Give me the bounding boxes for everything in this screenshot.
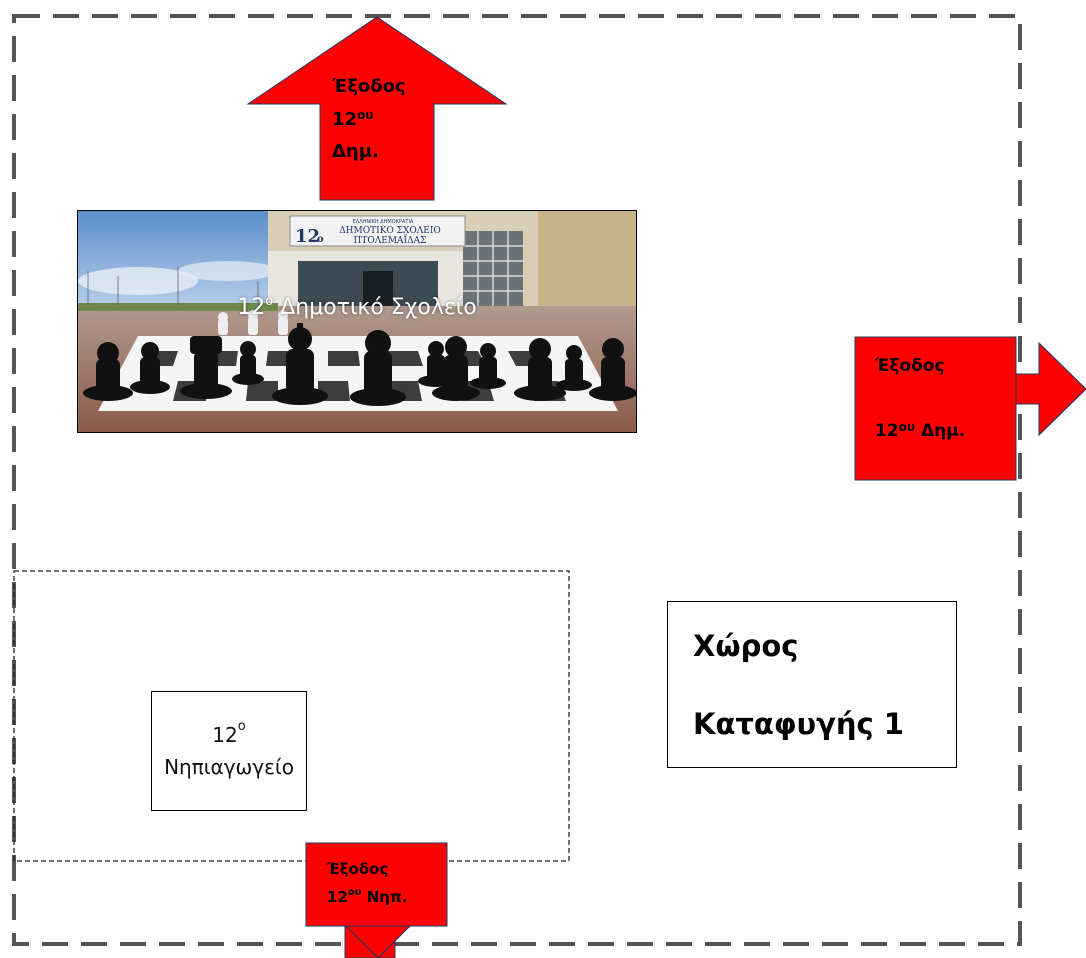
- exit-right-number-line: 12ου Δημ.: [875, 420, 966, 441]
- shelter-line2: Καταφυγής 1: [693, 707, 904, 741]
- sign-suffix: ο: [317, 234, 324, 245]
- school-photo: ΕΛΛΗΝΙΚΗ ΔΗΜΟΚΡΑΤΙΑ 12 ο ΔΗΜΟΤΙΚΟ ΣΧΟΛΕΙ…: [77, 210, 637, 433]
- exit-top-number-line: 12ου: [332, 108, 406, 130]
- chess-pieces: [83, 323, 636, 406]
- exit-top-suffix: ου: [357, 108, 374, 122]
- kindergarten-suffix: ο: [237, 719, 246, 734]
- exit-bottom-suffix: ου: [347, 887, 362, 898]
- exit-right-suffix: ου: [898, 420, 916, 434]
- exit-top-school: Δημ.: [332, 141, 379, 162]
- exit-bottom-number: 12: [327, 888, 348, 906]
- kindergarten-area-boundary: [13, 570, 570, 862]
- shelter-box: Χώρος Καταφυγής 1: [667, 601, 957, 768]
- sign-number: 12: [295, 226, 320, 247]
- exit-bottom-school: Νηπ.: [366, 888, 408, 906]
- school-sign: [289, 215, 466, 247]
- sign-line2: ΔΗΜΟΤΙΚΟ ΣΧΟΛΕΙΟ: [339, 226, 441, 236]
- exit-bottom-word: Έξοδος: [327, 860, 389, 878]
- school-yard-boundary: [12, 14, 1022, 946]
- exit-top-number: 12: [332, 109, 358, 130]
- caption-suffix: ο: [265, 294, 274, 309]
- kindergarten-number: 12: [212, 723, 238, 747]
- exit-box-bottom: [305, 842, 448, 927]
- exit-right-school: Δημ.: [920, 421, 966, 441]
- exit-top-label: Έξοδος 12ου Δημ.: [332, 78, 406, 161]
- sign-line3: ΠΤΟΛΕΜΑΪΔΑΣ: [354, 234, 427, 246]
- sign-line1: ΕΛΛΗΝΙΚΗ ΔΗΜΟΚΡΑΤΙΑ: [353, 219, 414, 225]
- exit-arrow-right: [1015, 341, 1086, 437]
- sky: [78, 211, 298, 311]
- kindergarten-name: Νηπιαγωγείο: [164, 755, 294, 779]
- exit-bottom-label: Έξοδος 12ου Νηπ.: [327, 862, 408, 905]
- exit-right-word: Έξοδος: [875, 356, 945, 376]
- exit-bottom-number-line: 12ου Νηπ.: [327, 887, 408, 906]
- caption-number: 12: [237, 295, 266, 320]
- exit-right-label: Έξοδος 12ου Δημ.: [875, 358, 965, 440]
- school-photo-illustration: ΕΛΛΗΝΙΚΗ ΔΗΜΟΚΡΑΤΙΑ 12 ο ΔΗΜΟΤΙΚΟ ΣΧΟΛΕΙ…: [78, 211, 636, 432]
- caption-text: Δημοτικό Σχολείο: [280, 295, 477, 320]
- kindergarten-number-line: 12ο: [212, 719, 245, 751]
- exit-box-right: [854, 336, 1017, 481]
- kindergarten-box: 12ο Νηπιαγωγείο: [151, 691, 307, 811]
- exit-top-word: Έξοδος: [332, 76, 406, 97]
- exit-arrow-top: [246, 16, 508, 201]
- exit-right-number: 12: [875, 421, 899, 441]
- photo-caption: 12ο Δημοτικό Σχολείο: [78, 294, 636, 320]
- shelter-line1: Χώρος: [693, 629, 799, 663]
